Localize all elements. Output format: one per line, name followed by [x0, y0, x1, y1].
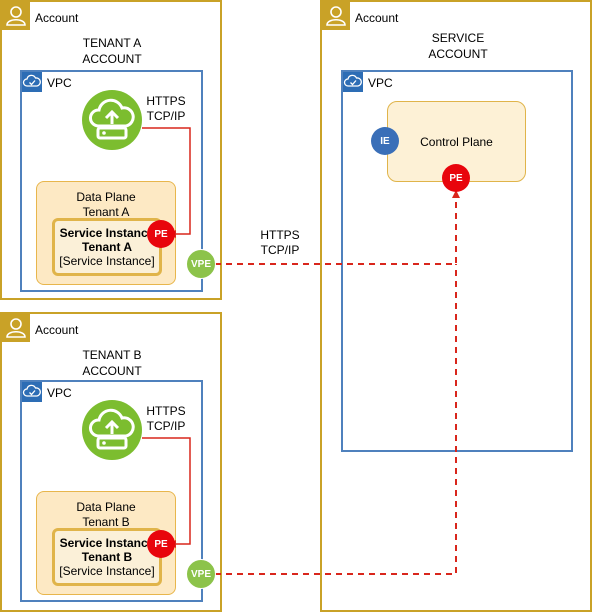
service-instance-title: Service Instance Tenant B — [55, 536, 159, 564]
account-title: SERVICE ACCOUNT — [398, 30, 518, 62]
protocol-line1: HTTPS — [260, 228, 300, 242]
protocol-line2: TCP/IP — [146, 419, 186, 433]
protocol-label-a: HTTPS TCP/IP — [138, 94, 194, 124]
service-instance-type: [Service Instance] — [59, 254, 155, 268]
cloud-upload-icon — [82, 400, 142, 460]
data-plane-line2: Tenant B — [82, 515, 130, 529]
vpc-label: VPC — [368, 76, 393, 90]
user-icon — [322, 2, 350, 30]
account-title-line1: TENANT A — [82, 36, 142, 50]
protocol-label-middle: HTTPS TCP/IP — [250, 228, 310, 258]
protocol-line1: HTTPS — [146, 404, 186, 418]
pe-badge-tenant-a: PE — [147, 220, 175, 248]
vpc-cloud-icon — [343, 72, 363, 92]
account-title-line1: SERVICE — [431, 31, 485, 45]
account-title-line2: ACCOUNT — [82, 364, 142, 378]
account-title: TENANT A ACCOUNT — [52, 35, 172, 67]
vpe-badge-tenant-b: VPE — [186, 559, 216, 589]
pe-badge-control-plane: PE — [442, 164, 470, 192]
vpe-badge-tenant-a: VPE — [186, 249, 216, 279]
cloud-upload-icon — [82, 90, 142, 150]
account-label: Account — [355, 11, 399, 25]
service-instance-type: [Service Instance] — [59, 564, 155, 578]
account-title-line2: ACCOUNT — [428, 47, 488, 61]
ie-badge: IE — [371, 127, 399, 155]
data-plane-line1: Data Plane — [76, 190, 136, 204]
account-label: Account — [35, 323, 79, 337]
service-instance-tenant-a: Service Instance Tenant A [Service Insta… — [52, 218, 162, 276]
protocol-line2: TCP/IP — [146, 109, 186, 123]
service-instance-tenant-b: Service Instance Tenant B [Service Insta… — [52, 528, 162, 586]
account-label: Account — [35, 11, 79, 25]
account-title-line1: TENANT B — [82, 348, 142, 362]
vpc-label: VPC — [47, 386, 72, 400]
vpc-cloud-icon — [22, 382, 42, 402]
protocol-label-b: HTTPS TCP/IP — [138, 404, 194, 434]
service-instance-line2: Tenant A — [82, 240, 132, 254]
protocol-line1: HTTPS — [146, 94, 186, 108]
protocol-line2: TCP/IP — [260, 243, 300, 257]
vpc-cloud-icon — [22, 72, 42, 92]
service-instance-title: Service Instance Tenant A — [55, 226, 159, 254]
pe-badge-tenant-b: PE — [147, 530, 175, 558]
account-title-line2: ACCOUNT — [82, 52, 142, 66]
vpc-label: VPC — [47, 76, 72, 90]
user-icon — [2, 2, 30, 30]
vpc-tenant-b: VPC — [20, 380, 203, 602]
data-plane-label: Data Plane Tenant A — [37, 190, 175, 220]
data-plane-line2: Tenant A — [82, 205, 130, 219]
account-title: TENANT B ACCOUNT — [52, 347, 172, 379]
data-plane-label: Data Plane Tenant B — [37, 500, 175, 530]
service-instance-line2: Tenant B — [81, 550, 133, 564]
service-instance-line1: Service Instance — [59, 226, 155, 240]
control-plane-label: Control Plane — [420, 135, 493, 149]
user-icon — [2, 314, 30, 342]
data-plane-line1: Data Plane — [76, 500, 136, 514]
service-instance-line1: Service Instance — [59, 536, 155, 550]
vpc-tenant-a: VPC — [20, 70, 203, 292]
